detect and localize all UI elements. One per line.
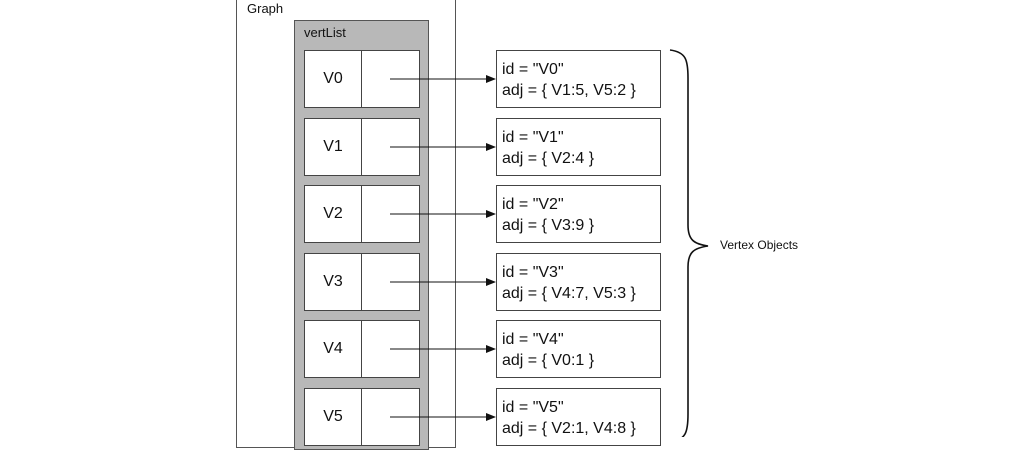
vertex-id: id = "V5" — [502, 399, 564, 416]
vertex-object: id = "V0" adj = { V1:5, V5:2 } — [496, 50, 661, 108]
vertex-adjacency: adj = { V2:1, V4:8 } — [502, 420, 636, 437]
vertex-key: V2 — [305, 186, 362, 242]
vertex-adjacency: adj = { V4:7, V5:3 } — [502, 285, 636, 302]
vertex-key: V3 — [305, 254, 362, 310]
vertex-key: V1 — [305, 119, 362, 175]
vertex-key: V0 — [305, 51, 362, 107]
vertlist-slot: V0 — [304, 50, 420, 108]
vertex-key: V4 — [305, 321, 362, 377]
vertex-id: id = "V4" — [502, 331, 564, 348]
vertex-objects-label: Vertex Objects — [720, 238, 799, 252]
vertex-adjacency: adj = { V0:1 } — [502, 352, 595, 369]
vertex-key: V5 — [305, 389, 362, 445]
vertex-id: id = "V3" — [502, 264, 564, 281]
vertex-id: id = "V2" — [502, 196, 564, 213]
vertex-id: id = "V1" — [502, 129, 564, 146]
vertex-id: id = "V0" — [502, 61, 564, 78]
vertex-adjacency: adj = { V2:4 } — [502, 150, 595, 167]
vertex-object: id = "V1" adj = { V2:4 } — [496, 118, 661, 176]
vertex-adjacency: adj = { V1:5, V5:2 } — [502, 82, 636, 99]
vertlist-label: vertList — [304, 25, 346, 40]
vertex-objects-brace — [669, 49, 709, 437]
vertex-object: id = "V3" adj = { V4:7, V5:3 } — [496, 253, 661, 311]
diagram-arrows — [390, 49, 709, 437]
vertex-adjacency: adj = { V3:9 } — [502, 217, 595, 234]
vertex-object: id = "V2" adj = { V3:9 } — [496, 185, 661, 243]
graph-label: Graph — [247, 1, 284, 16]
vertex-object: id = "V4" adj = { V0:1 } — [496, 320, 661, 378]
